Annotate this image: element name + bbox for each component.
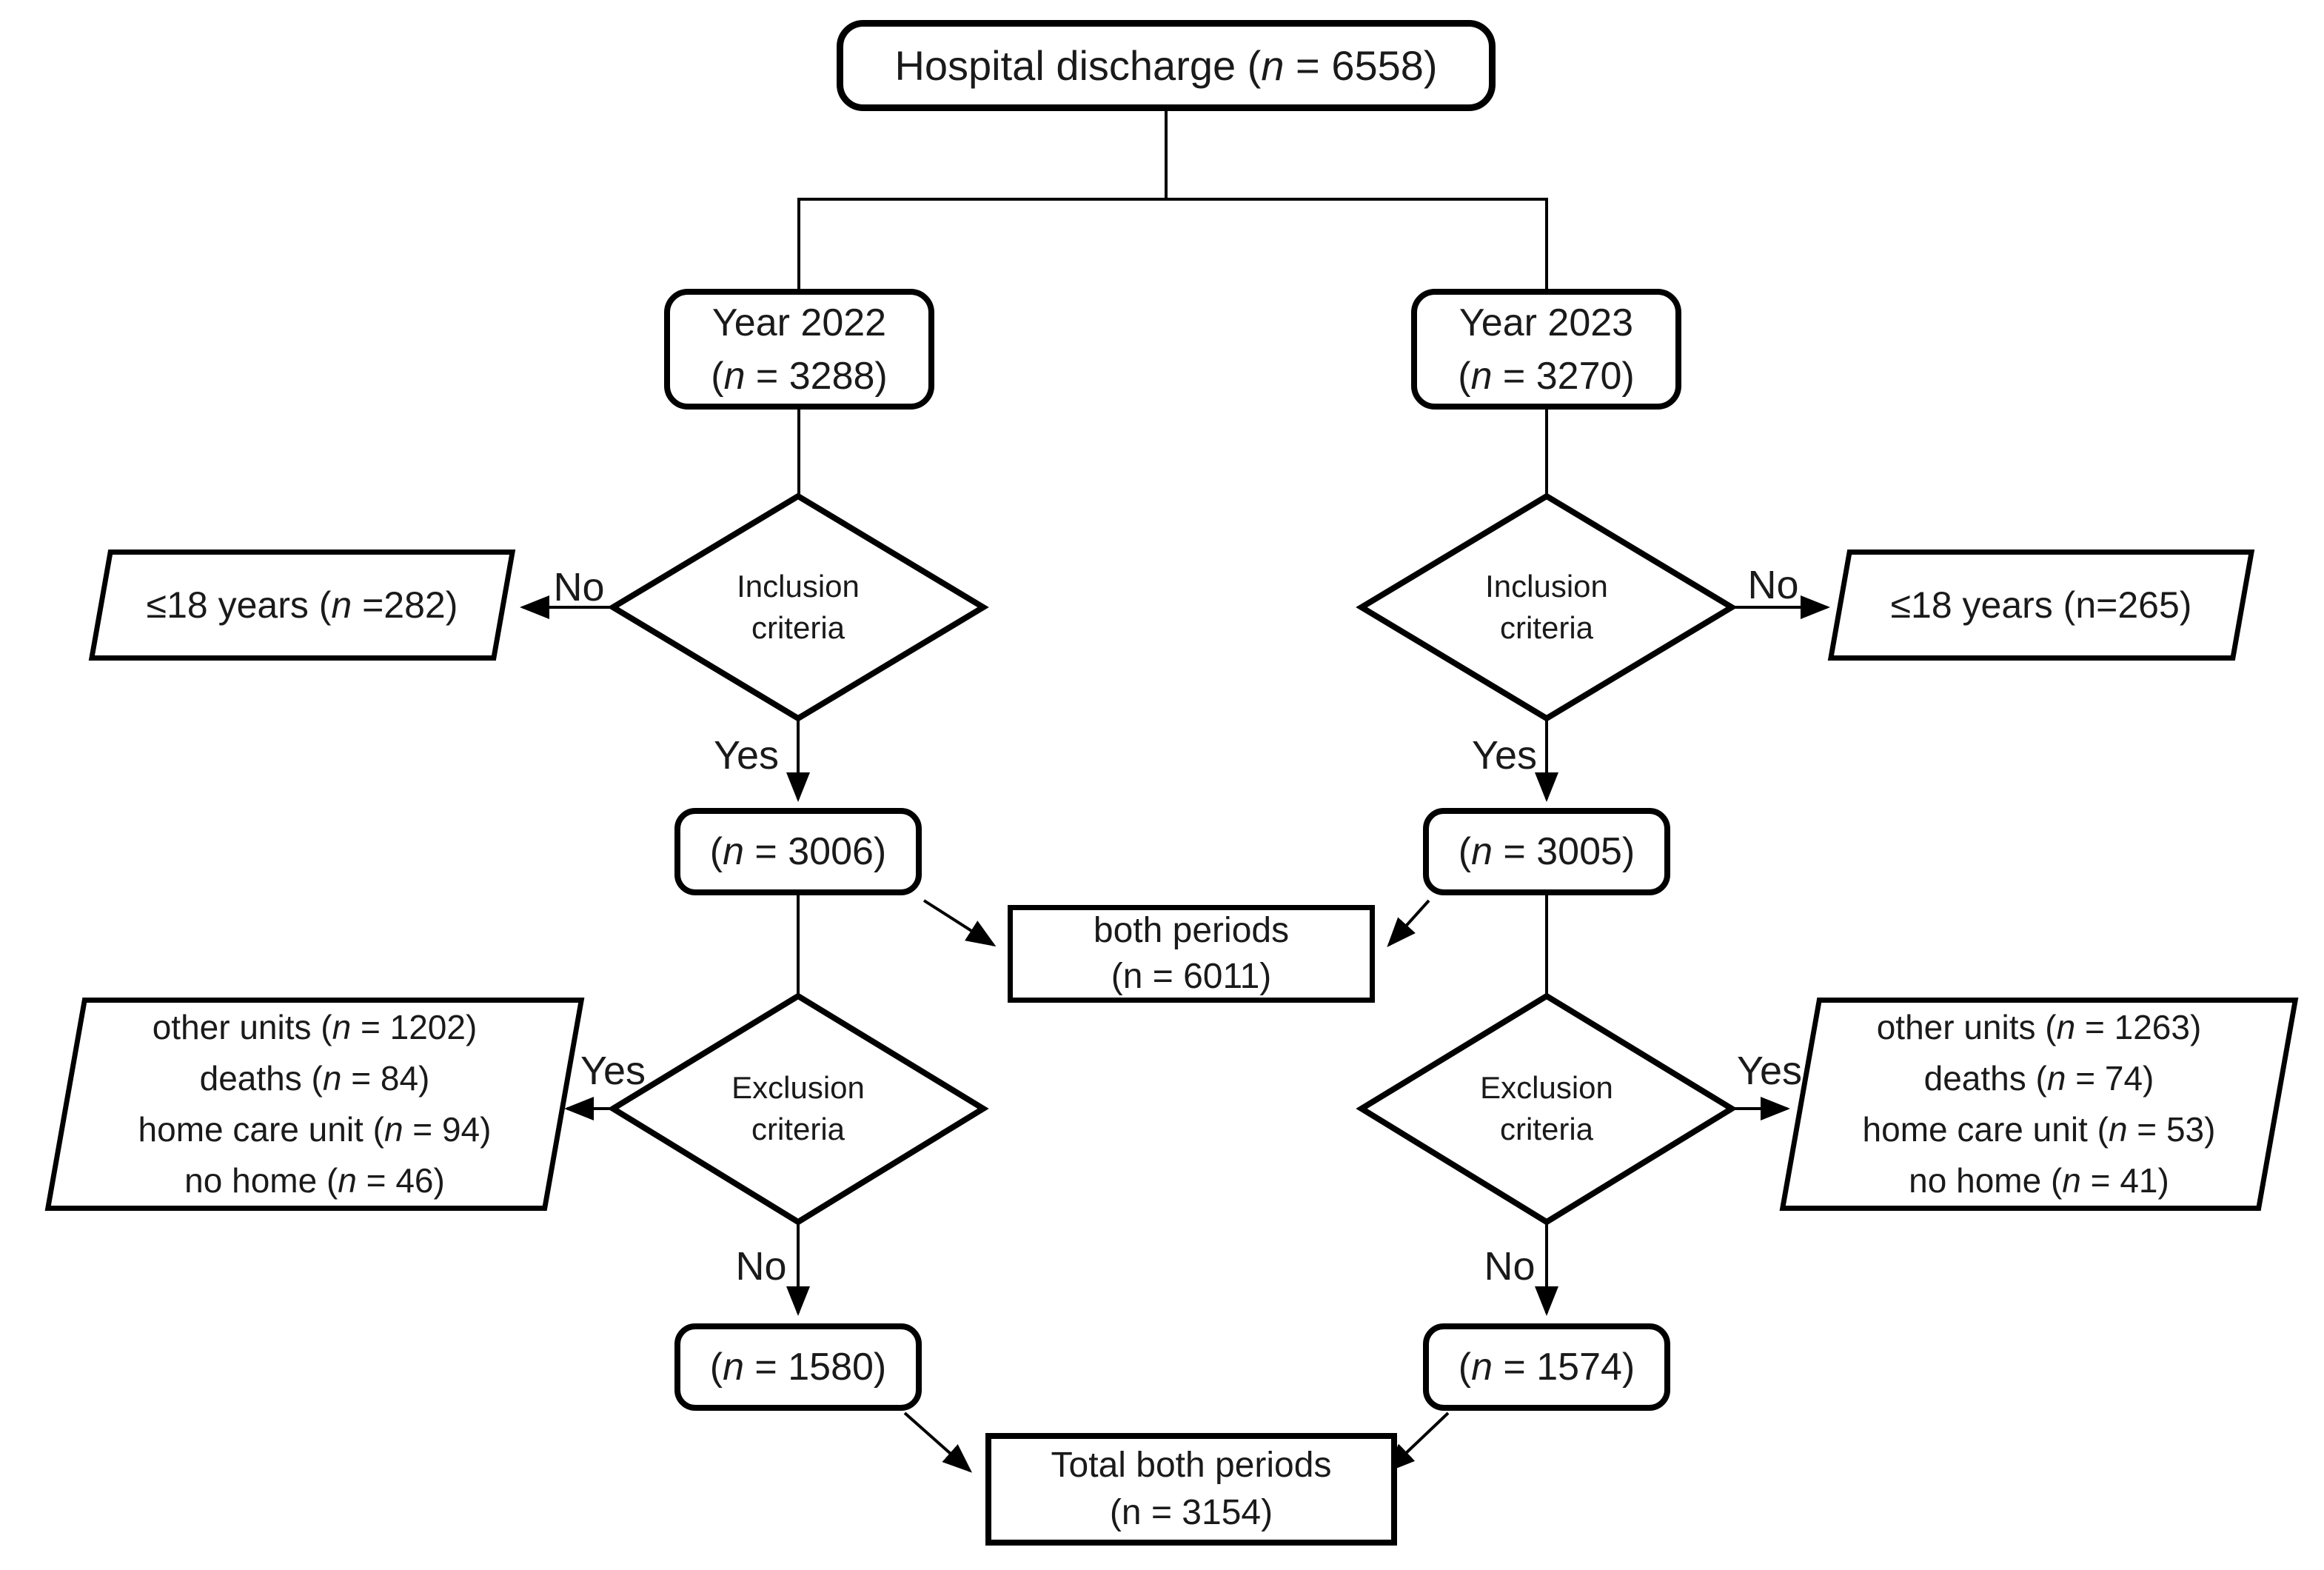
age-excluded-right-label: ≤18 years (n=265): [1890, 584, 2192, 626]
exclusion-yes-label-left: Yes: [580, 1049, 646, 1093]
excluded-right-item-4: no home (n = 41): [1909, 1161, 2169, 1200]
inclusion-no-label-left: No: [553, 565, 605, 609]
node-year-2022: Year 2022 (n = 3288): [664, 289, 934, 410]
exclusion-left-line2: criteria: [751, 1112, 845, 1146]
exclusion-right-line2: criteria: [1499, 1112, 1594, 1146]
node-n3006: (n = 3006): [674, 808, 922, 895]
inclusion-right-line2: criteria: [1499, 610, 1594, 645]
node-n1574: (n = 1574): [1423, 1323, 1670, 1411]
excluded-items-left-list: other units (n = 1202) deaths (n = 84) h…: [69, 1002, 560, 1206]
year-2022-line2: (n = 3288): [711, 354, 888, 398]
exclusion-no-label-left: No: [735, 1244, 787, 1289]
both-periods-line2: (n = 6011): [1111, 957, 1272, 996]
n3006-label: (n = 3006): [709, 830, 887, 873]
node-n3005: (n = 3005): [1423, 808, 1670, 895]
exclusion-yes-label-right: Yes: [1736, 1049, 1803, 1093]
node-both-periods: both periods (n = 6011): [1008, 905, 1375, 1003]
node-hospital-discharge: Hospital discharge (n = 6558): [837, 20, 1496, 111]
inclusion-right-line1: Inclusion: [1485, 569, 1608, 604]
node-n1580: (n = 1580): [674, 1323, 922, 1411]
inclusion-no-label-right: No: [1747, 563, 1799, 607]
year-2022-line1: Year 2022: [711, 301, 887, 344]
excluded-left-item-2: deaths (n = 84): [199, 1059, 430, 1098]
hospital-discharge-label: Hospital discharge (n = 6558): [894, 42, 1438, 89]
arrow-n3006-both-periods: [922, 899, 997, 947]
inclusion-yes-label-right: Yes: [1471, 733, 1538, 778]
excluded-right-item-2: deaths (n = 74): [1923, 1059, 2154, 1098]
node-age-excluded-left: ≤18 years (n =282): [88, 550, 516, 661]
excluded-right-item-3: home care unit (n = 53): [1862, 1110, 2216, 1149]
arrow-n1580-total: [903, 1412, 972, 1473]
age-excluded-left-label: ≤18 years (n =282): [146, 584, 458, 626]
node-excluded-items-right: other units (n = 1263) deaths (n = 74) h…: [1779, 998, 2299, 1211]
inclusion-diamond-right: [1356, 492, 1738, 722]
node-age-excluded-right: ≤18 years (n=265): [1827, 550, 2255, 661]
total-line2: (n = 3154): [1109, 1493, 1273, 1532]
node-excluded-items-left: other units (n = 1202) deaths (n = 84) h…: [44, 998, 585, 1211]
exclusion-right-line1: Exclusion: [1480, 1070, 1613, 1105]
inclusion-diamond-left: [607, 492, 989, 722]
exclusion-diamond-left: [607, 992, 989, 1226]
exclusion-diamond-right-label: Exclusion criteria: [1428, 1060, 1665, 1157]
inclusion-diamond-right-label: Inclusion criteria: [1428, 559, 1665, 655]
exclusion-left-line1: Exclusion: [731, 1070, 865, 1105]
total-line1: Total both periods: [1051, 1446, 1332, 1485]
inclusion-left-line2: criteria: [751, 610, 845, 645]
year-2023-line1: Year 2023: [1459, 301, 1634, 344]
n1574-label: (n = 1574): [1458, 1346, 1635, 1389]
both-periods-line1: both periods: [1093, 911, 1290, 950]
arrow-n3005-both-periods: [1387, 899, 1430, 947]
node-year-2023: Year 2023 (n = 3270): [1411, 289, 1681, 410]
n1580-label: (n = 1580): [709, 1346, 887, 1389]
excluded-right-item-1: other units (n = 1263): [1876, 1008, 2202, 1046]
inclusion-diamond-left-label: Inclusion criteria: [680, 559, 917, 655]
inclusion-left-line1: Inclusion: [737, 569, 860, 604]
excluded-left-item-1: other units (n = 1202): [152, 1008, 478, 1046]
node-total-both-periods: Total both periods (n = 3154): [985, 1433, 1397, 1546]
n3005-label: (n = 3005): [1458, 830, 1635, 873]
exclusion-diamond-right: [1356, 992, 1738, 1226]
excluded-items-right-list: other units (n = 1263) deaths (n = 74) h…: [1804, 1002, 2274, 1206]
excluded-left-item-4: no home (n = 46): [184, 1161, 445, 1200]
year-2023-line2: (n = 3270): [1458, 354, 1635, 398]
inclusion-yes-label-left: Yes: [713, 733, 780, 778]
exclusion-diamond-left-label: Exclusion criteria: [680, 1060, 917, 1157]
arrow-n1574-total: [1385, 1412, 1450, 1473]
exclusion-no-label-right: No: [1484, 1244, 1536, 1289]
excluded-left-item-3: home care unit (n = 94): [138, 1110, 492, 1149]
